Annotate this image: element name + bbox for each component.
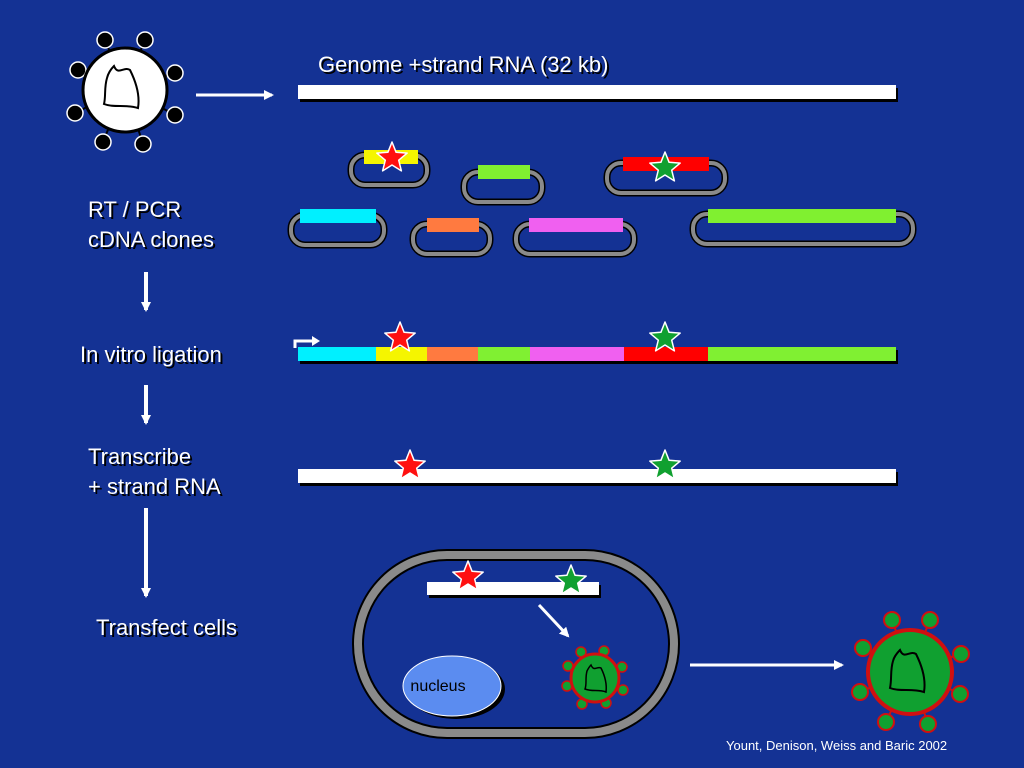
step-rt-pcr-line2: cDNA clones	[88, 227, 214, 252]
nucleus-label: nucleus	[410, 678, 465, 695]
red-star-icon	[376, 141, 408, 172]
step-transcribe-line2: + strand RNA	[88, 474, 221, 499]
step-transcribe-line1: Transcribe	[88, 444, 192, 469]
clone-insert-green	[478, 165, 530, 179]
clone-insert-magenta	[529, 218, 623, 232]
mutation-markers	[376, 141, 681, 595]
virion-icon	[66, 31, 184, 153]
green-star-icon	[555, 564, 587, 595]
green-star-icon	[649, 151, 681, 182]
step-transfect: Transfect cells	[96, 615, 238, 640]
clone-insert-cyan	[300, 209, 376, 223]
nucleus	[402, 655, 502, 717]
genome-rna-bar	[298, 85, 896, 99]
red-star-icon	[384, 321, 416, 352]
cell-outline-shadow	[352, 549, 680, 739]
cell-outline	[354, 551, 678, 737]
transcribed-rna-bar	[298, 469, 896, 483]
clone-insert-green-long	[708, 209, 896, 223]
green-star-icon	[649, 321, 681, 352]
ligated-cdna	[298, 347, 896, 361]
red-star-icon	[394, 449, 426, 480]
clone-insert-orange	[427, 218, 479, 232]
progeny-virion-icon	[851, 611, 970, 733]
step-ligation: In vitro ligation	[80, 342, 222, 367]
citation: Yount, Denison, Weiss and Baric 2002	[726, 738, 948, 753]
arrow-to-progeny	[537, 603, 570, 638]
genome-title: Genome +strand RNA (32 kb)	[318, 52, 609, 77]
step-rt-pcr-line1: RT / PCR	[88, 197, 182, 222]
green-star-icon	[649, 449, 681, 480]
promoter-arrow-icon	[293, 339, 312, 348]
red-star-icon	[452, 560, 484, 591]
progeny-virion-small-icon	[561, 645, 629, 710]
